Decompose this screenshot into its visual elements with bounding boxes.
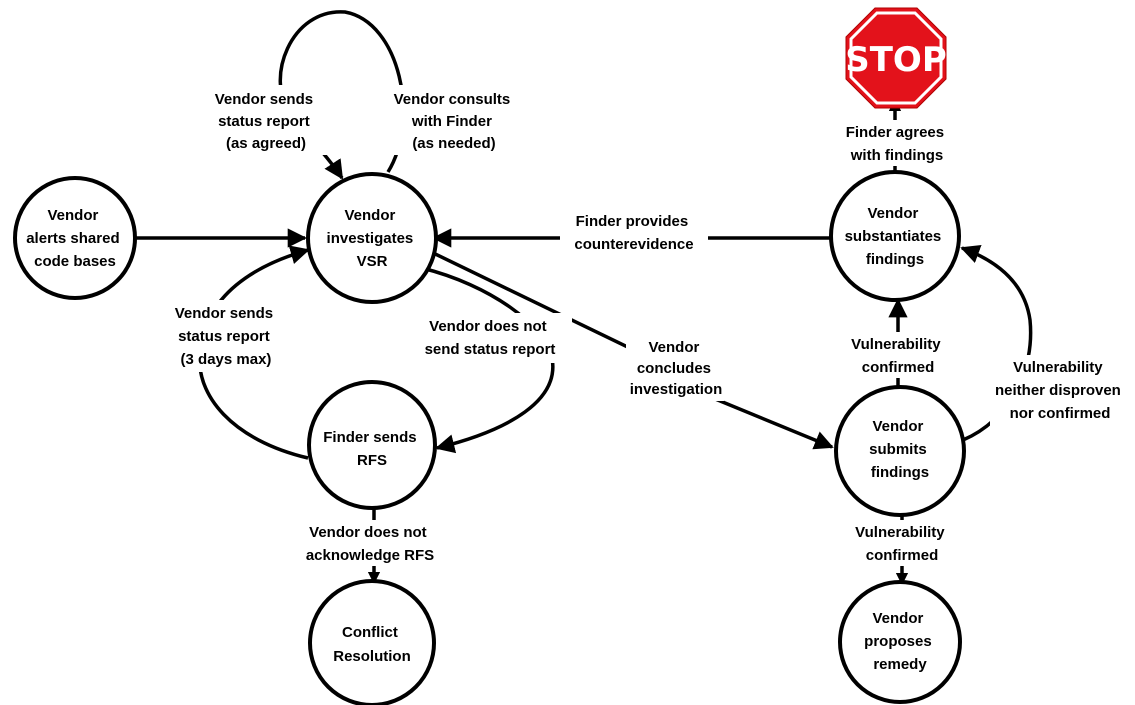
edge-label-concludes: Vendor concludes investigation xyxy=(630,339,723,398)
node-circle xyxy=(13,176,137,300)
node-label: Vendor submits findings xyxy=(869,418,931,481)
node-vendor-substantiates: Vendor substantiates findings xyxy=(829,170,961,302)
label-bg xyxy=(990,355,1130,427)
label-bg xyxy=(848,520,958,566)
edge-label-agrees: Finder agrees with findings xyxy=(846,124,949,164)
edge-concludes-investigation xyxy=(426,248,639,354)
node-circle xyxy=(306,172,438,304)
node-label: Vendor investigates VSR xyxy=(327,207,418,270)
node-label: Vendor proposes remedy xyxy=(864,610,936,673)
stop-sign-icon: STOP xyxy=(845,7,947,109)
node-label: Finder sends RFS xyxy=(323,429,421,469)
node-circle xyxy=(829,170,961,302)
label-bg xyxy=(626,335,724,401)
edge-label-status-3-days: Vendor sends status report (3 days max) xyxy=(175,305,278,368)
label-bg xyxy=(412,313,572,363)
edge-concludes-investigation-tail xyxy=(707,394,834,450)
node-circle xyxy=(308,579,436,705)
edge-label-no-status: Vendor does not send status report xyxy=(425,318,556,358)
stop-sign-octagon xyxy=(845,7,947,109)
label-bg xyxy=(285,520,455,566)
node-label: Vendor alerts shared code bases xyxy=(26,207,124,270)
node-conflict-resolution: Conflict Resolution xyxy=(308,579,436,705)
stop-sign-label: STOP xyxy=(845,40,947,80)
node-vendor-submits: Vendor submits findings xyxy=(834,385,966,517)
edge-label-confirmed-down: Vulnerability confirmed xyxy=(855,524,949,564)
node-finder-sends-rfs: Finder sends RFS xyxy=(307,380,437,510)
stop-sign-border xyxy=(849,11,943,105)
node-vendor-alerts: Vendor alerts shared code bases xyxy=(13,176,137,300)
edge-label-neither: Vulnerability neither disproven nor conf… xyxy=(995,359,1125,422)
edge-label-no-ack: Vendor does not acknowledge RFS xyxy=(306,524,434,564)
edge-label-status-as-agreed: Vendor sends status report (as agreed) xyxy=(215,91,318,152)
node-vendor-investigates: Vendor investigates VSR xyxy=(306,172,438,304)
node-circle xyxy=(834,385,966,517)
label-bg xyxy=(380,85,530,155)
label-bg xyxy=(560,208,708,256)
edge-label-counterevidence: Finder provides counterevidence xyxy=(574,213,693,253)
label-bg xyxy=(200,85,332,155)
edge-labels: Vendor sends status report (as agreed) V… xyxy=(160,85,1130,566)
label-bg xyxy=(844,332,954,378)
node-circle xyxy=(307,380,437,510)
label-bg xyxy=(160,300,290,372)
label-bg xyxy=(838,120,956,166)
node-vendor-proposes: Vendor proposes remedy xyxy=(838,580,962,704)
node-label: Vendor substantiates findings xyxy=(845,205,946,268)
edge-label-confirmed-up: Vulnerability confirmed xyxy=(851,336,945,376)
node-circle xyxy=(838,580,962,704)
edge-label-consults: Vendor consults with Finder (as needed) xyxy=(394,91,515,152)
node-label: Conflict Resolution xyxy=(333,624,411,665)
